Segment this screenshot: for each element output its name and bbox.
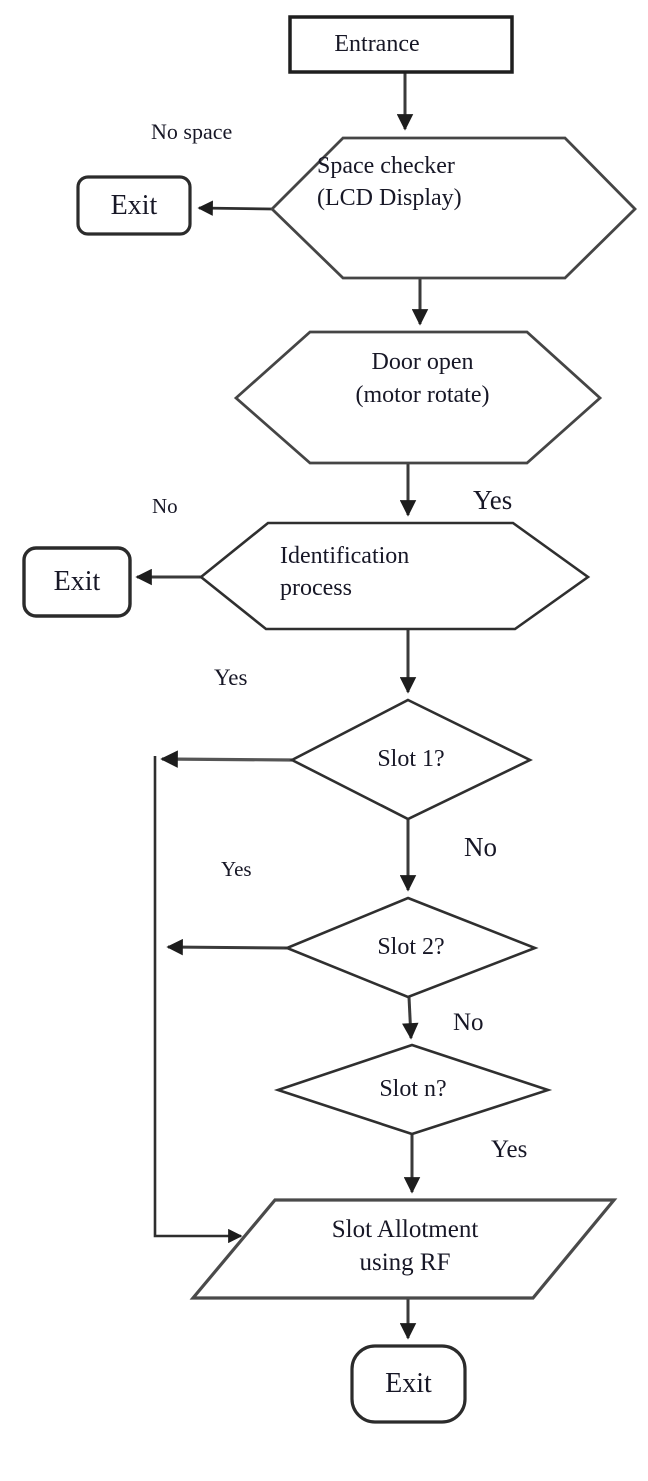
arrow-slot1-yes-left bbox=[160, 750, 293, 768]
door-open-node bbox=[233, 330, 603, 465]
space-checker-label: Space checker (LCD Display) bbox=[317, 153, 462, 211]
slot-allotment-label: Slot Allotment using RF bbox=[331, 1216, 479, 1276]
exit-bottom-label: Exit bbox=[385, 1368, 432, 1399]
arrow-slot2-yes-left bbox=[166, 938, 288, 956]
edge-label-no-space: No space bbox=[151, 119, 233, 144]
slotn-node bbox=[273, 1043, 553, 1136]
exit-mid-label: Exit bbox=[53, 566, 101, 597]
slot1-label: Slot 1? bbox=[377, 745, 445, 772]
edge-label-identification-yes: Yes bbox=[473, 485, 513, 515]
slotn-label: Slot n? bbox=[379, 1075, 447, 1102]
exit-mid-node bbox=[22, 546, 132, 618]
slot-allotment-node bbox=[189, 1198, 618, 1300]
edge-label-slot2-no: No bbox=[453, 1009, 484, 1036]
slot2-label: Slot 2? bbox=[377, 933, 445, 960]
edge-label-slotn-yes: Yes bbox=[491, 1136, 528, 1163]
slot1-node bbox=[289, 698, 533, 821]
identification-node bbox=[198, 521, 591, 631]
slot2-node bbox=[283, 896, 539, 999]
arrow-slot2-to-slotn bbox=[402, 996, 419, 1040]
door-open-label: Door open (motor rotate) bbox=[355, 349, 490, 408]
exit-bottom-node bbox=[350, 1344, 467, 1424]
edge-label-slot1-yes: Yes bbox=[214, 665, 248, 690]
edge-label-identification-no: No bbox=[152, 494, 178, 518]
feedback-line-to-allotment bbox=[153, 756, 243, 1244]
edge-label-slot1-no: No bbox=[464, 832, 497, 862]
exit-top-node bbox=[76, 175, 192, 236]
exit-top-label: Exit bbox=[110, 189, 158, 221]
arrow-space-checker-to-exit bbox=[197, 200, 273, 216]
edge-label-slot2-yes: Yes bbox=[221, 857, 252, 881]
entrance-node bbox=[288, 15, 514, 74]
identification-label: Identification process bbox=[280, 543, 410, 601]
space-checker-node bbox=[270, 136, 637, 280]
entrance-label: Entrance bbox=[334, 31, 420, 57]
